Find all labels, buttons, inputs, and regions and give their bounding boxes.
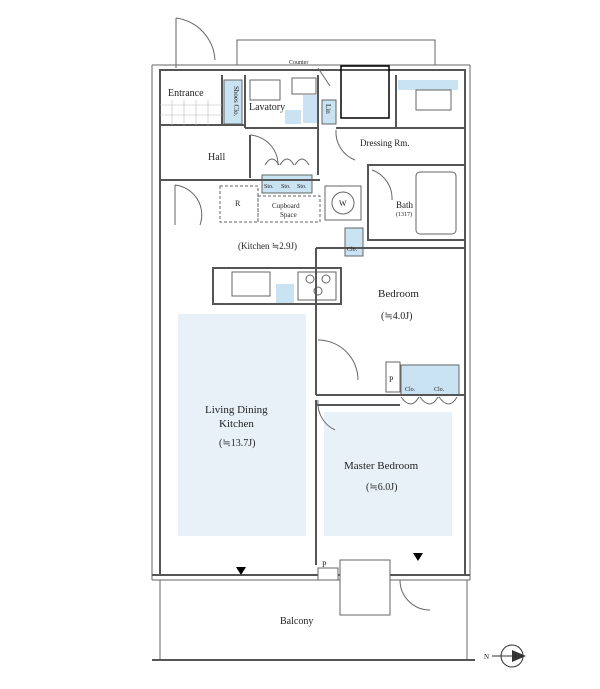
counter-leader [317,67,331,87]
label-kitchen: (Kitchen ≒2.9J) [238,241,297,251]
label-kitchen-closet: Clo. [347,247,358,253]
label-ldk-size: (≒13.7J) [219,438,255,449]
label-bedroom-closet-1: Clo. [405,387,416,393]
washer-drum [331,191,355,215]
label-bedroom: Bedroom [378,288,419,300]
label-bedroom-size: (≒4.0J) [381,311,412,322]
label-bath: Bath [396,200,413,210]
label-linen: Lin [324,104,332,114]
bedroom-closet-fill [400,364,460,396]
label-counter: Counter [289,60,308,66]
pipe-space-box [385,361,401,393]
bath-wall [367,164,466,241]
label-bedroom-closet-2: Clo. [434,387,445,393]
burner [305,274,315,284]
label-ldk-line2: Kitchen [219,418,254,430]
dressing-door-swing [335,129,356,161]
label-lavatory: Lavatory [249,102,285,113]
sink [231,271,271,297]
corridor-outline [236,39,436,65]
burner [313,286,323,296]
label-pipe-space-2: P [322,560,327,569]
label-entrance: Entrance [168,88,204,99]
entrance-tiles [160,100,222,125]
label-refrigerator: R [235,199,241,208]
hall-ldk-door-swing [174,184,203,226]
entry-marker [236,567,246,575]
kitchen-counter-fill [276,284,294,304]
lavatory-counter [291,77,317,95]
ldk-floor [178,314,306,536]
label-master-bedroom: Master Bedroom [344,460,419,472]
master-door-swing [317,399,336,431]
bedroom-door-swing [317,339,359,381]
hall-door-swing [249,134,279,166]
dressing-vanity [415,89,452,111]
linen-fill [321,99,337,125]
sto-doors [264,158,310,166]
label-dressing-room: Dressing Rm. [360,138,410,148]
label-storage-2: Sto. [281,184,291,190]
lavatory-storage-fill [303,95,317,123]
burner [321,274,331,284]
bedroom-closet-doors [400,396,458,405]
label-hall: Hall [208,152,225,163]
balcony-door-swing [399,579,431,611]
entry-marker [413,553,423,561]
kitchen-counter [212,267,342,305]
lavatory-storage-fill-2 [285,110,301,124]
compass [492,644,526,668]
master-bedroom-floor [324,412,452,536]
balcony-pipe [317,567,339,581]
label-balcony: Balcony [280,616,313,627]
label-ldk-line1: Living Dining [205,404,268,416]
bathtub [415,171,457,235]
balcony-unit [339,559,391,616]
bath-door-swing [371,169,393,201]
label-storage-3: Sto. [297,184,307,190]
label-shoes-closet: Shoes Clo. [232,86,240,117]
washbasin [249,79,281,101]
dressing-shelf-fill [398,80,458,90]
compass-label: N [484,653,489,661]
label-cupboard-line1: Cupboard [272,202,300,210]
label-master-bedroom-size: (≒6.0J) [366,482,397,493]
entrance-door-swing [175,17,216,61]
label-storage-1: Sto. [264,184,274,190]
label-cupboard-line2: Space [280,211,297,219]
label-bath-size: (1317) [396,211,412,218]
cupboard-space-box [257,195,321,223]
label-pipe-space-1: P [389,375,394,384]
counter-box [340,65,390,119]
label-washer: W [339,199,347,208]
